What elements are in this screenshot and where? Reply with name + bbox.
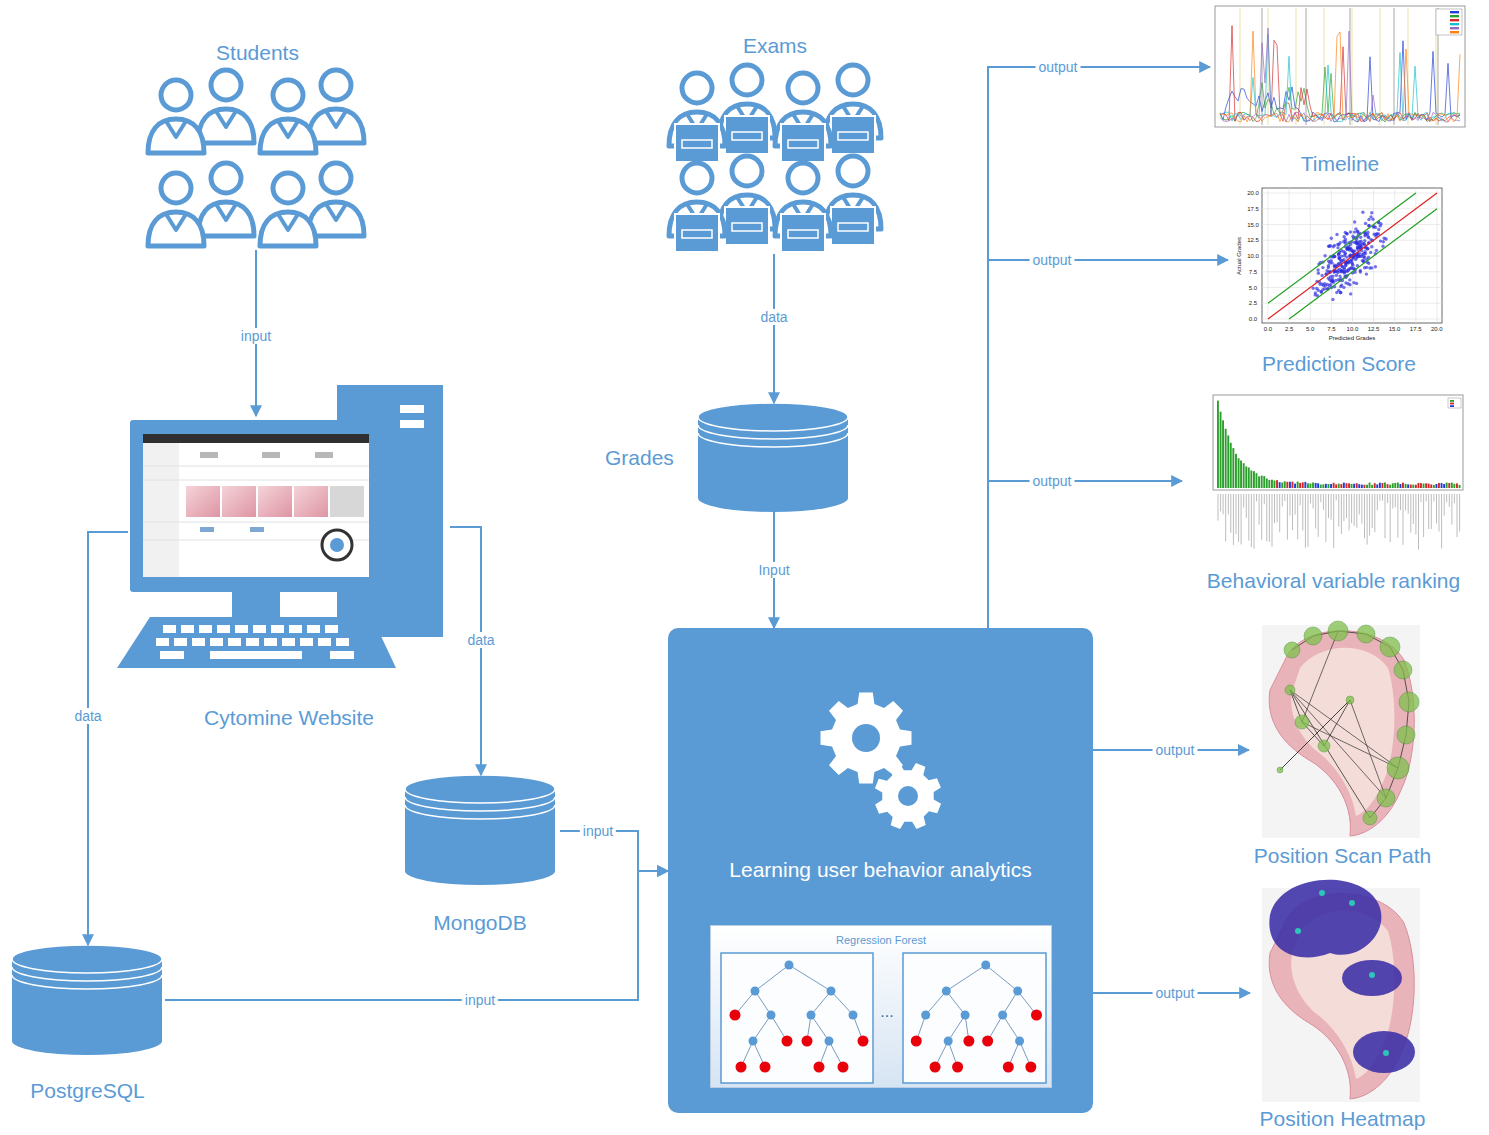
tick-label: 17.5 [1410,326,1422,333]
edge-label: Input [755,562,792,578]
node-label: Cytomine Website [204,705,374,730]
tick-label: 0.0 [1249,316,1257,323]
edge-label: output [1036,59,1081,75]
edge-label: output [1153,985,1198,1001]
tick-label: 12.5 [1368,326,1380,333]
tick-label: 7.5 [1327,326,1335,333]
tick-label: 0.0 [1264,326,1272,333]
flow-arrow [773,254,775,403]
tick-label: 15.0 [1247,221,1259,228]
tick-label: 20.0 [1431,326,1443,333]
flow-arrow [88,532,128,945]
node-label: Regression Forest [836,934,926,947]
prediction-scatter-chart [1262,188,1442,323]
node-label: Behavioral variable ranking [1207,568,1460,593]
scan-path-output: Position Scan Path [1249,623,1436,870]
tick-label: 12.5 [1247,237,1259,244]
prediction-output: Prediction Score [1228,183,1450,378]
node-label: Students [216,40,299,65]
axis-title: Predicted Grades [1329,335,1376,342]
edge-label: data [71,708,104,724]
edge-label: output [1030,473,1075,489]
heatmap-image [1262,880,1420,1102]
tick-label: 20.0 [1247,190,1259,197]
analytics-box: Learning user behavior analyticsRegressi… [668,628,1093,1113]
flow-arrow [988,260,1228,628]
flow-arrow [165,871,668,1000]
students-icons [148,70,364,246]
tick-label: 2.5 [1285,326,1293,333]
node-label: PostgreSQL [30,1078,144,1103]
scan-path-image [1262,621,1420,838]
node-label: Exams [743,33,807,58]
flow-arrow [988,67,1210,628]
edge-label: output [1030,252,1075,268]
tick-label: 10.0 [1347,326,1359,333]
computer-icon [117,385,443,668]
flow-arrow [988,481,1182,628]
tick-label: 15.0 [1389,326,1401,333]
tick-label: 10.0 [1247,253,1259,260]
tick-label: 17.5 [1247,205,1259,212]
node-label: Position Heatmap [1260,1106,1426,1131]
website-computer: Cytomine Website [128,416,450,732]
exam-icons [669,65,881,252]
edge-label: output [1153,742,1198,758]
tick-label: 7.5 [1249,268,1257,275]
node-label: Learning user behavior analytics [729,857,1031,882]
node-label: Prediction Score [1262,351,1416,376]
tick-label: 5.0 [1249,284,1257,291]
node-label: Timeline [1301,151,1380,176]
timeline-chart [1215,6,1465,127]
edge-label: input [580,823,616,839]
edge-label: data [757,309,790,325]
edge-label: input [462,992,498,1008]
tick-label: 5.0 [1306,326,1314,333]
edge-label: input [238,328,274,344]
node-label: Grades [605,445,674,470]
axis-title: Actual Grades [1236,237,1243,275]
ranking-output: Behavioral variable ranking [1182,390,1485,595]
ranking-bar-chart [1213,395,1463,550]
timeline-output: Timeline [1210,3,1470,178]
ellipsis-mark: ... [880,1003,893,1021]
mongodb-database: MongoDB [400,775,560,937]
edge-label: data [464,632,497,648]
node-label: Position Scan Path [1254,843,1431,868]
students-group: Students [145,40,370,250]
postgresql-database: PostgreSQL [10,945,165,1105]
tick-label: 2.5 [1249,300,1257,307]
flow-arrow [450,527,481,775]
exams-group: Exams [665,33,885,254]
grades-database: Grades [600,403,850,512]
heatmap-output: Position Heatmap [1250,886,1435,1133]
node-label: MongoDB [433,910,526,935]
